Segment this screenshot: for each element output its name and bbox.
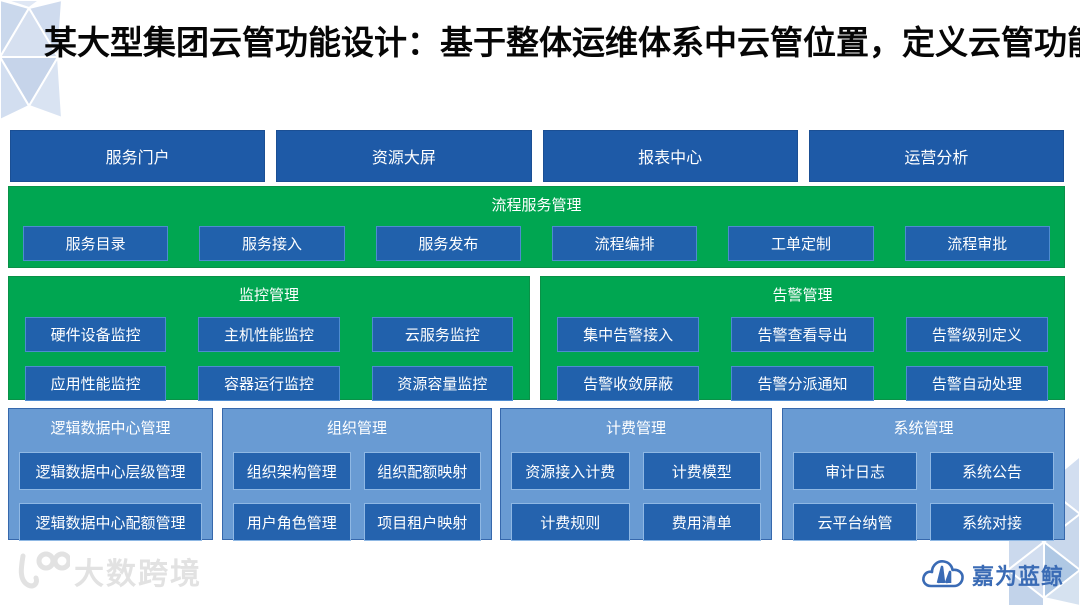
block-org-quota-mapping: 组织配额映射	[363, 452, 481, 490]
block-service-access: 服务接入	[199, 226, 345, 261]
block-service-catalog: 服务目录	[23, 226, 169, 261]
block-app-monitoring: 应用性能监控	[25, 366, 167, 401]
section-logical-dc: 逻辑数据中心管理 逻辑数据中心层级管理 逻辑数据中心配额管理	[8, 408, 213, 541]
section-title: 逻辑数据中心管理	[50, 420, 171, 437]
section-title: 计费管理	[605, 420, 666, 437]
block-resource-billing: 资源接入计费	[511, 452, 630, 490]
cloud-sail-logo-icon	[922, 560, 964, 588]
block-project-tenant-mapping: 项目租户映射	[363, 503, 481, 541]
block-service-portal: 服务门户	[10, 130, 266, 182]
block-ticket-customization: 工单定制	[728, 226, 874, 261]
block-hardware-monitoring: 硬件设备监控	[25, 317, 167, 352]
brand-logo-text: 嘉为蓝鲸	[971, 564, 1064, 589]
block-cloud-platform-onboarding: 云平台纳管	[793, 503, 917, 541]
section-process-service: 流程服务管理 服务目录 服务接入 服务发布 流程编排 工单定制 流程审批	[8, 186, 1065, 268]
section-title: 监控管理	[238, 287, 299, 304]
block-process-orchestration: 流程编排	[551, 226, 698, 261]
block-org-structure: 组织架构管理	[233, 452, 351, 490]
top-block-row: 服务门户 资源大屏 报表中心 运营分析	[10, 130, 1064, 182]
monitoring-items: 硬件设备监控 主机性能监控 云服务监控 应用性能监控 容器运行监控 资源容量监控	[9, 317, 529, 401]
block-service-publish: 服务发布	[375, 226, 521, 261]
block-billing-model: 计费模型	[642, 452, 761, 490]
block-ldc-hierarchy: 逻辑数据中心层级管理	[19, 452, 202, 490]
block-process-approval: 流程审批	[904, 226, 1050, 261]
section-alarm: 告警管理 集中告警接入 告警查看导出 告警级别定义 告警收敛屏蔽 告警分派通知 …	[540, 276, 1065, 401]
section-title: 告警管理	[772, 287, 833, 304]
process-service-items: 服务目录 服务接入 服务发布 流程编排 工单定制 流程审批	[9, 226, 1064, 261]
block-host-monitoring: 主机性能监控	[198, 317, 340, 352]
block-alarm-convergence: 告警收敛屏蔽	[557, 366, 700, 401]
block-expense-list: 费用清单	[642, 503, 761, 541]
watermark-100-icon	[18, 551, 70, 589]
page-title: 某大型集团云管功能设计：基于整体运维体系中云管位置，定义云管功能	[44, 24, 1080, 61]
brand-logo: 嘉为蓝鲸	[921, 558, 1064, 592]
section-system: 系统管理 审计日志 系统公告 云平台纳管 系统对接	[782, 408, 1065, 541]
section-title: 组织管理	[326, 420, 387, 437]
block-alarm-auto-handling: 告警自动处理	[905, 366, 1048, 401]
section-organization: 组织管理 组织架构管理 组织配额映射 用户角色管理 项目租户映射	[222, 408, 492, 541]
section-billing: 计费管理 资源接入计费 计费模型 计费规则 费用清单	[500, 408, 772, 541]
alarm-items: 集中告警接入 告警查看导出 告警级别定义 告警收敛屏蔽 告警分派通知 告警自动处…	[541, 317, 1064, 401]
section-monitoring: 监控管理 硬件设备监控 主机性能监控 云服务监控 应用性能监控 容器运行监控 资…	[8, 276, 530, 401]
hexagon-mosaic-decoration	[0, 0, 62, 120]
watermark-text: 大数跨境	[74, 558, 202, 591]
billing-items: 资源接入计费 计费模型 计费规则 费用清单	[501, 452, 771, 541]
block-alarm-view-export: 告警查看导出	[731, 317, 874, 352]
block-container-monitoring: 容器运行监控	[198, 366, 340, 401]
block-alarm-central-access: 集中告警接入	[557, 317, 700, 352]
block-system-announcement: 系统公告	[930, 452, 1054, 490]
logical-dc-items: 逻辑数据中心层级管理 逻辑数据中心配额管理	[19, 452, 202, 541]
block-operation-analysis: 运营分析	[808, 130, 1064, 182]
block-billing-rules: 计费规则	[511, 503, 630, 541]
block-system-integration: 系统对接	[930, 503, 1054, 541]
block-ldc-quota: 逻辑数据中心配额管理	[19, 503, 202, 541]
section-title: 流程服务管理	[491, 197, 582, 214]
block-capacity-monitoring: 资源容量监控	[371, 366, 513, 401]
section-title: 系统管理	[893, 420, 954, 437]
block-alarm-level-definition: 告警级别定义	[905, 317, 1048, 352]
block-alarm-dispatch-notify: 告警分派通知	[731, 366, 874, 401]
block-user-role: 用户角色管理	[233, 503, 351, 541]
block-cloud-service-monitoring: 云服务监控	[371, 317, 513, 352]
watermark: 大数跨境	[14, 549, 202, 593]
block-audit-log: 审计日志	[793, 452, 917, 490]
system-items: 审计日志 系统公告 云平台纳管 系统对接	[783, 452, 1064, 541]
block-resource-screen: 资源大屏	[276, 130, 532, 182]
organization-items: 组织架构管理 组织配额映射 用户角色管理 项目租户映射	[223, 452, 491, 541]
block-report-center: 报表中心	[542, 130, 798, 182]
